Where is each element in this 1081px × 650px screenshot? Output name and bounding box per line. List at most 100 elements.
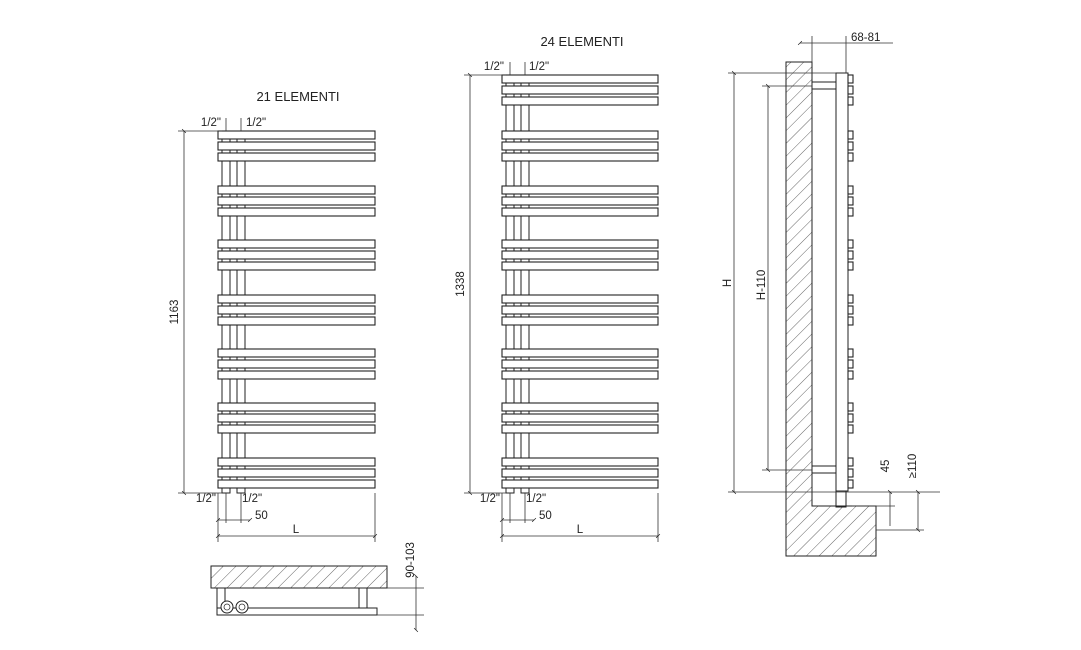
radiator-bar [217, 468, 376, 478]
radiator-bar [217, 185, 376, 195]
side-bar-tick [847, 250, 854, 260]
side-bar-tick [847, 207, 854, 217]
radiator-bar [501, 207, 659, 217]
title-21-elementi: 21 ELEMENTI [256, 89, 339, 104]
wall-section [785, 61, 877, 557]
radiator-bar [501, 479, 659, 489]
side-bar-tick [847, 316, 854, 326]
floor-dimension-110: ≥110 [907, 454, 919, 479]
side-bar-tick [847, 348, 854, 358]
radiator-bar [501, 74, 659, 84]
radiator-bar [501, 294, 659, 304]
radiator-bar [217, 370, 376, 380]
radiator-bar [217, 348, 376, 358]
radiator-bar [217, 141, 376, 151]
radiator-bar [217, 305, 376, 315]
radiator-bar [217, 457, 376, 467]
radiator-21-elements: 21 ELEMENTI 1/2" 1/2" 1/2" 1/2" 1163 50 … [169, 89, 378, 542]
radiator-bar [501, 316, 659, 326]
axis-dimension-50: 50 [255, 510, 268, 522]
bar-groups [501, 74, 659, 489]
side-bar-tick [847, 185, 854, 195]
radiator-bar [501, 141, 659, 151]
radiator-bar [501, 348, 659, 358]
side-bar-tick [847, 305, 854, 315]
depth-dimension-90-103: 90-103 [405, 542, 417, 578]
radiator-bar [217, 479, 376, 489]
support-right [358, 587, 368, 609]
side-bar-tick [847, 468, 854, 478]
side-bar-tick [847, 141, 854, 151]
side-bar-tick [847, 239, 854, 249]
radiator-bar [217, 424, 376, 434]
side-bar-tick [847, 96, 854, 106]
depth-dimension-68-81: 68-81 [851, 32, 880, 44]
side-bar-tick [847, 85, 854, 95]
top-left-connection: 1/2" [484, 61, 504, 73]
side-bar-tick [847, 402, 854, 412]
radiator-bar [501, 413, 659, 423]
radiator-bar [217, 402, 376, 412]
radiator-side-profile [835, 72, 849, 492]
radiator-bar [217, 130, 376, 140]
side-bar-tick [847, 457, 854, 467]
radiator-bar [501, 185, 659, 195]
radiator-bar [217, 261, 376, 271]
radiator-bar [501, 96, 659, 106]
title-24-elementi: 24 ELEMENTI [540, 34, 623, 49]
radiator-bar [501, 85, 659, 95]
side-bar-ticks [847, 74, 854, 489]
side-bar-tick [847, 479, 854, 489]
top-left-connection: 1/2" [201, 117, 221, 129]
inner-height-dimension-h-110: H-110 [756, 270, 768, 300]
bottom-right-connection: 1/2" [242, 493, 262, 505]
height-dimension-1338: 1338 [455, 271, 467, 297]
radiator-bar [217, 152, 376, 162]
side-bar-tick [847, 413, 854, 423]
radiator-bar [501, 130, 659, 140]
bottom-left-connection: 1/2" [196, 493, 216, 505]
bar-groups [217, 130, 376, 489]
axis-dimension-50: 50 [539, 510, 552, 522]
radiator-bar [217, 413, 376, 423]
height-dimension-1163: 1163 [169, 300, 181, 325]
side-bar-tick [847, 196, 854, 206]
radiator-bar [217, 196, 376, 206]
radiator-bar [501, 424, 659, 434]
side-view: 68-81 H H-110 45 ≥110 [722, 32, 940, 557]
width-dimension-l: L [577, 524, 584, 536]
bottom-right-connection: 1/2" [526, 493, 546, 505]
radiator-bar [501, 305, 659, 315]
pipe-connection-left [220, 600, 234, 614]
side-bar-tick [847, 152, 854, 162]
radiator-bar [501, 468, 659, 478]
bottom-left-connection: 1/2" [480, 493, 500, 505]
side-bar-tick [847, 294, 854, 304]
radiator-bar [501, 402, 659, 412]
radiator-bar [501, 196, 659, 206]
side-bar-tick [847, 359, 854, 369]
radiator-bar [501, 261, 659, 271]
radiator-bar [217, 294, 376, 304]
radiator-top-profile [216, 607, 378, 616]
bottom-bracket [811, 465, 837, 474]
radiator-bar [217, 359, 376, 369]
radiator-24-elements: 24 ELEMENTI 1/2" 1/2" 1/2" 1/2" 1338 50 … [455, 34, 661, 542]
radiator-bar [501, 152, 659, 162]
top-bracket [811, 81, 837, 90]
width-dimension-l: L [293, 524, 300, 536]
radiator-bar [217, 239, 376, 249]
radiator-bar [501, 359, 659, 369]
top-view: 90-103 [210, 542, 424, 633]
bottom-dimension-45: 45 [880, 460, 892, 473]
top-right-connection: 1/2" [529, 61, 549, 73]
radiator-bar [501, 370, 659, 380]
radiator-bar [217, 316, 376, 326]
radiator-bar [501, 250, 659, 260]
pipe-connection-right [235, 600, 249, 614]
side-bar-tick [847, 261, 854, 271]
side-bar-tick [847, 130, 854, 140]
side-bar-tick [847, 370, 854, 380]
